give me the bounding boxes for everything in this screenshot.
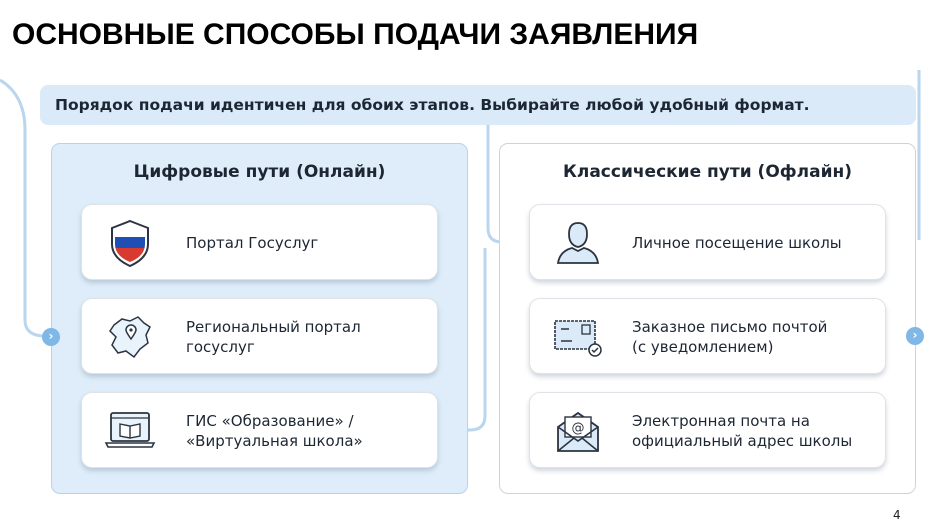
online-panel: Цифровые пути (Онлайн) Портал Госуслуг Р… — [51, 143, 468, 494]
registered-letter-icon — [554, 320, 602, 357]
option-card-registered-letter: Заказное письмо почтой(с уведомлением) — [529, 298, 886, 374]
email-envelope-icon: @ — [557, 411, 599, 452]
option-label: Портал Госуслуг — [186, 234, 319, 252]
person-icon — [556, 222, 600, 264]
svg-text:@: @ — [572, 421, 585, 436]
page-number: 4 — [893, 508, 901, 522]
info-banner: Порядок подачи идентичен для обоих этапо… — [40, 85, 916, 125]
laptop-book-icon — [104, 412, 156, 448]
chevron-right-icon: › — [906, 327, 924, 345]
option-label: Личное посещение школы — [632, 234, 842, 252]
option-label: ГИС «Образование» /«Виртуальная школа» — [186, 412, 363, 450]
option-label: Заказное письмо почтой(с уведомлением) — [632, 318, 828, 356]
chevron-right-icon: › — [42, 328, 60, 346]
region-map-pin-icon — [109, 316, 151, 359]
option-card-gosuslugi: Портал Госуслуг — [81, 204, 438, 280]
offline-panel: Классические пути (Офлайн) Личное посеще… — [499, 143, 916, 494]
russian-flag-shield-icon — [111, 219, 149, 268]
online-panel-title: Цифровые пути (Онлайн) — [133, 162, 386, 182]
option-card-gis-education: ГИС «Образование» /«Виртуальная школа» — [81, 392, 438, 468]
offline-panel-title: Классические пути (Офлайн) — [562, 162, 852, 182]
slide-title: ОСНОВНЫЕ СПОСОБЫ ПОДАЧИ ЗАЯВЛЕНИЯ — [12, 18, 699, 51]
option-card-school-visit: Личное посещение школы — [529, 204, 886, 280]
